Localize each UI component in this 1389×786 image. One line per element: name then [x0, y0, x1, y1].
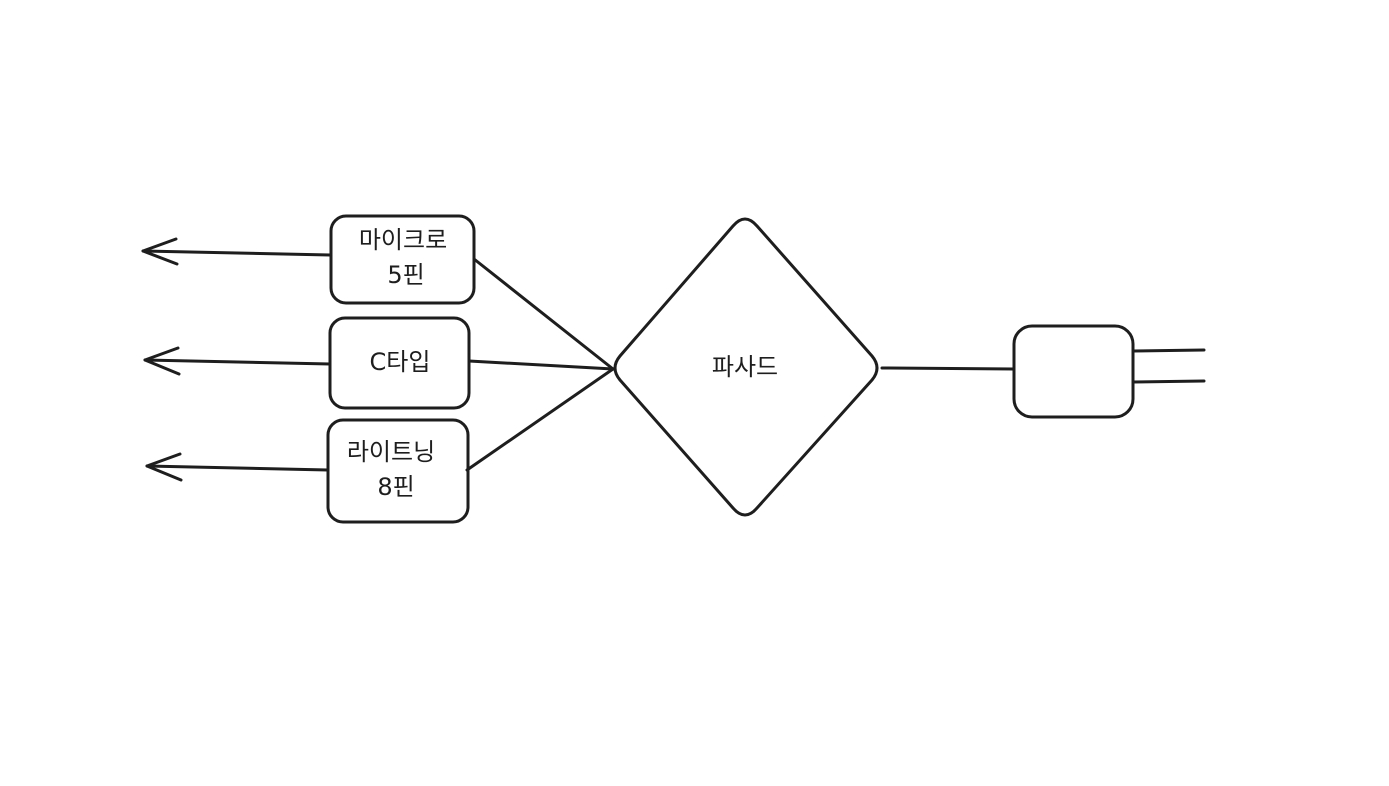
node-lightning8pin-box[interactable]	[326, 418, 470, 524]
node-splitter[interactable]: 파사드	[613, 217, 879, 517]
arrow-from-micro5pin	[141, 237, 332, 266]
node-plug-box[interactable]	[1012, 324, 1135, 419]
node-lightning8pin-label-line2: 8핀	[377, 473, 414, 501]
arrow-from-ctype	[143, 346, 332, 376]
node-plug[interactable]	[1012, 324, 1135, 419]
node-micro5pin-box[interactable]	[329, 214, 476, 305]
node-ctype-box[interactable]	[328, 316, 471, 410]
node-micro5pin[interactable]: 마이크로 5핀	[329, 214, 476, 305]
connector-lightning8pin-to-splitter	[465, 367, 615, 472]
arrow-from-lightning8pin	[145, 452, 330, 482]
connector-splitter-to-plug	[880, 366, 1016, 371]
node-lightning8pin-label-line1: 라이트닝	[347, 438, 435, 466]
connector-ctype-to-splitter	[467, 359, 615, 371]
node-lightning8pin[interactable]: 라이트닝 8핀	[326, 418, 470, 524]
plug-prong-top	[1131, 348, 1206, 353]
plug-prong-bottom	[1131, 379, 1206, 384]
node-splitter-diamond[interactable]	[613, 217, 879, 517]
connector-micro5pin-to-splitter	[472, 257, 615, 371]
node-splitter-label: 파사드	[712, 353, 778, 381]
node-micro5pin-label-line2: 5핀	[387, 261, 424, 289]
node-ctype[interactable]: C타입	[328, 316, 471, 410]
node-ctype-label: C타입	[370, 348, 431, 376]
node-micro5pin-label-line1: 마이크로	[359, 226, 447, 254]
